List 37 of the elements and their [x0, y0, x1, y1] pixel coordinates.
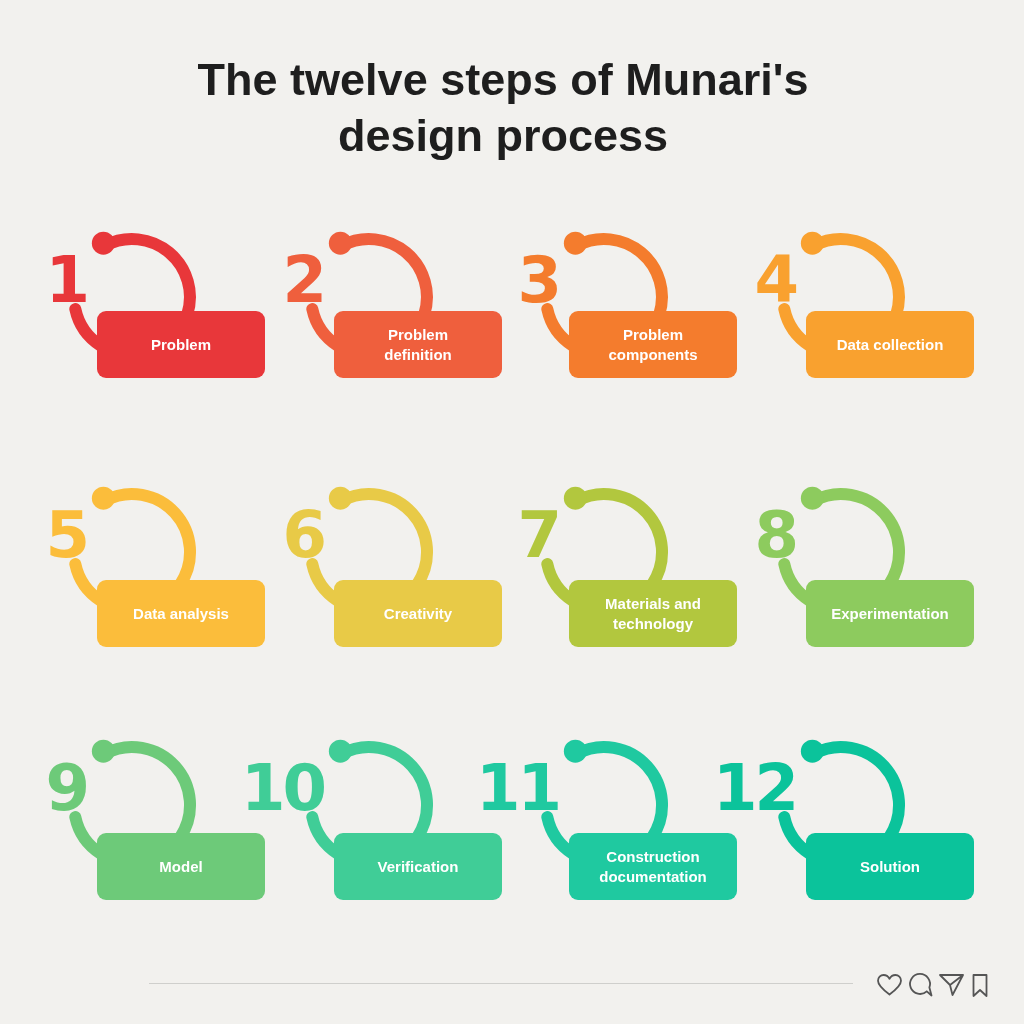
step-card	[806, 580, 974, 647]
step-card	[334, 311, 502, 378]
step-number: 4	[754, 248, 796, 312]
step-label: Solution	[860, 856, 920, 877]
step-card	[97, 311, 265, 378]
step-label: Data collection	[836, 334, 944, 355]
step-card	[569, 833, 737, 900]
step-label: Creativity	[383, 603, 453, 624]
step-label: Experimentation	[831, 603, 949, 624]
step-number: 5	[45, 503, 87, 567]
step-label: Verification	[377, 856, 459, 877]
step-card	[569, 311, 737, 378]
step-number: 12	[712, 756, 796, 820]
step-number: 10	[240, 756, 324, 820]
step-number: 1	[45, 248, 87, 312]
step-label: Data analysis	[133, 603, 229, 624]
step-card	[569, 580, 737, 647]
step-card	[806, 833, 974, 900]
step-card	[97, 580, 265, 647]
step-card	[97, 833, 265, 900]
step-card	[806, 311, 974, 378]
step-number: 11	[475, 756, 559, 820]
step-label: Problem definition	[383, 324, 453, 365]
step-number: 6	[282, 503, 324, 567]
step-label: Construction documentation	[598, 846, 708, 887]
step-label: Problem components	[607, 324, 699, 365]
step-label: Model	[159, 856, 203, 877]
step-number: 8	[754, 503, 796, 567]
step-number: 2	[282, 248, 324, 312]
title: The twelve steps of Munari's design process	[196, 53, 810, 163]
step-number: 7	[517, 503, 559, 567]
step-label: Problem	[151, 334, 211, 355]
step-card	[334, 580, 502, 647]
step-number: 9	[45, 756, 87, 820]
step-number: 3	[517, 248, 559, 312]
step-label: Materials and technology	[604, 593, 702, 634]
step-card	[334, 833, 502, 900]
